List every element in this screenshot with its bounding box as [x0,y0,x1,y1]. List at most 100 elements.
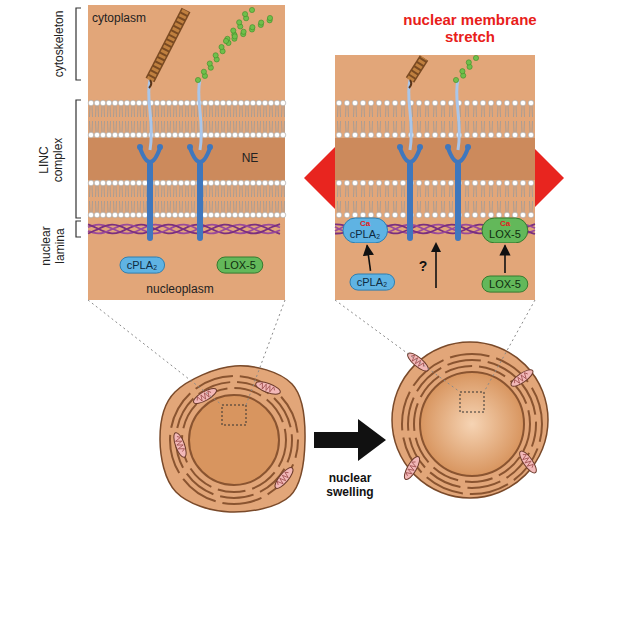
lipid-head [112,132,118,138]
lipid-head [464,132,470,138]
lipid-tail [490,186,493,212]
lipid-tail [228,106,231,132]
lipid-head [280,180,286,186]
mitochondrion [405,350,431,374]
nuclear-lamina [88,224,280,233]
lipid-head [440,180,446,186]
lipid-tail [216,186,219,212]
translocation-arrow [367,245,370,271]
lipid-tail [386,186,389,212]
lipid-head [202,132,208,138]
lipid-head [142,100,148,106]
lipid-head [112,180,118,186]
lipid-head [118,180,124,186]
lipid-tail [264,186,267,212]
lipid-head [528,132,534,138]
lipid-head [528,100,534,106]
lipid-head [130,100,136,106]
lipid-tail [126,106,129,132]
endoplasmic-reticulum [408,360,536,488]
lipid-head [154,132,160,138]
lipid-tail [222,186,225,212]
panel-ground [335,55,535,300]
lipid-tail [144,186,147,212]
lipid-head [184,132,190,138]
lipid-tail [210,186,213,212]
lipid-head [432,212,438,218]
label: NE [242,152,259,166]
membrane-panel [335,55,535,300]
lipid-head [244,180,250,186]
lipid-head [202,212,208,218]
lipid-tail [482,106,485,132]
lipid-tail [168,186,171,212]
lipid-tail [418,186,421,212]
lipid-head [208,212,214,218]
lipid-head [238,180,244,186]
nuclear-lamina [88,225,280,234]
lipid-head [520,212,526,218]
lipid-head [172,180,178,186]
sun-protein [140,148,160,162]
lipid-head [280,212,286,218]
lipid-tail [282,186,285,212]
lipid-head [100,100,106,106]
lipid-head [472,212,478,218]
lipid-head [384,100,390,106]
lipid-head [220,132,226,138]
lipid-head [100,132,106,138]
lipid-tail [506,186,509,212]
actin-filament [250,25,255,30]
lipid-head [268,212,274,218]
lipid-tail [442,106,445,132]
lipid-head [232,212,238,218]
lipid-tail [96,186,99,212]
lipid-head [496,100,502,106]
lipid-tail [394,186,397,212]
lipid-tail [482,186,485,212]
ion-label: Ca [350,220,381,229]
lipid-head [344,212,350,218]
lipid-head [262,100,268,106]
lipid-head [214,212,220,218]
lipid-tail [418,106,421,132]
lipid-head [166,100,172,106]
lipid-head [238,212,244,218]
lipid-head [512,180,518,186]
lipid-head [226,100,232,106]
lipid-head [130,180,136,186]
lipid-head [432,100,438,106]
label: nuclear swelling [314,472,386,500]
lipid-head [274,212,280,218]
zoom-box [222,405,246,425]
lipid-head [424,212,430,218]
arrowhead [431,242,441,252]
lipid-head [360,180,366,186]
lipid-head [202,180,208,186]
sun-head [157,144,163,150]
lipid-head [432,132,438,138]
lipid-head [352,132,358,138]
lipid-tail [426,186,429,212]
lipid-head [226,180,232,186]
lipid-tail [102,106,105,132]
lipid-head [208,180,214,186]
protein-blob: LOX-5 [481,275,529,293]
lipid-head [336,100,342,106]
bracket [76,221,81,237]
endoplasmic-reticulum [176,382,292,498]
protein-blob: CaLOX-5 [481,217,529,244]
sun-stem [147,164,153,238]
lipid-tail [120,106,123,132]
lipid-head [232,180,238,186]
protein-blob: LOX-5 [216,256,264,274]
lipid-tail [186,106,189,132]
lipid-tail [362,106,365,132]
panel-ground [88,5,285,300]
lipid-head [268,180,274,186]
lipid-tail [466,186,469,212]
lipid-tail [126,186,129,212]
lipid-tail [450,106,453,132]
endoplasmic-reticulum [170,376,298,504]
